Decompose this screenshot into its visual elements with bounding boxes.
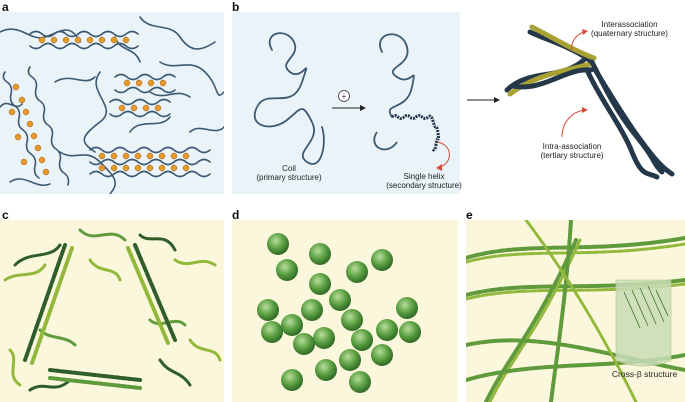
panel-d-sphere-cluster <box>232 220 458 402</box>
panel-e-fibril-network: Cross-β structure <box>466 220 685 402</box>
helix-label-line-1: Single helix <box>374 172 474 181</box>
panel-a-svg <box>0 12 224 194</box>
intra-arrow-head <box>582 107 588 113</box>
inter-label: Interassociation (quaternary structure) <box>577 20 682 38</box>
panel-b-helix-diagram: + Coil (primary structure) Sin <box>232 12 685 194</box>
arrow-2-head <box>494 97 500 103</box>
intra-label-line-1: Intra-association <box>522 142 622 151</box>
panel-a-network-diagram <box>0 12 224 194</box>
coil-label-line-1: Coil <box>244 164 334 173</box>
cross-beta-label: Cross-β structure <box>606 370 683 379</box>
coil-label-line-2: (primary structure) <box>244 173 334 182</box>
intra-label: Intra-association (tertiary structure) <box>522 142 622 160</box>
coil-label: Coil (primary structure) <box>244 164 334 182</box>
helix-label: Single helix (secondary structure) <box>374 172 474 190</box>
inter-label-line-2: (quaternary structure) <box>577 29 682 38</box>
inter-label-line-1: Interassociation <box>577 20 682 29</box>
helix-label-line-2: (secondary structure) <box>374 181 474 190</box>
panel-d-svg <box>232 220 458 402</box>
plus-symbol: + <box>342 92 347 101</box>
panel-c-helix-triangle <box>0 220 224 402</box>
intra-arrow <box>562 110 584 137</box>
intra-label-line-2: (tertiary structure) <box>522 151 622 160</box>
panel-c-background <box>0 220 224 402</box>
panel-c-svg <box>0 220 224 402</box>
